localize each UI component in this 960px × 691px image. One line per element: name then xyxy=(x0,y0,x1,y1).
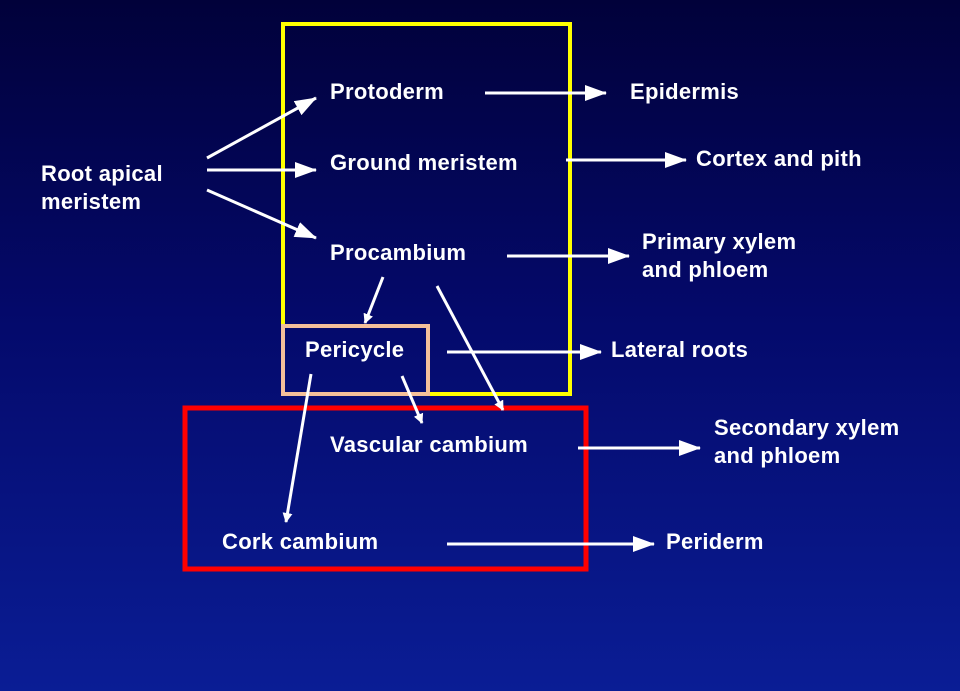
label-secondary-xylem-line2: and phloem xyxy=(714,443,841,468)
arrow-root-to-protoderm xyxy=(206,96,317,160)
label-secondary-xylem-phloem: Secondary xylem and phloem xyxy=(714,414,899,470)
label-vascular-cambium: Vascular cambium xyxy=(330,432,529,457)
label-lateral-roots: Lateral roots xyxy=(611,337,749,362)
arrow-procambium-to-pericycle xyxy=(363,276,385,324)
label-root-apical-meristem-line1: Root apical xyxy=(41,161,163,186)
arrow-root-to-procambium xyxy=(206,188,317,240)
label-cortex-and-pith: Cortex and pith xyxy=(696,146,862,171)
label-secondary-xylem-line1: Secondary xylem xyxy=(714,415,900,440)
label-periderm: Periderm xyxy=(666,529,764,554)
secondary-growth-box xyxy=(182,405,589,572)
arrow-pericycle-to-cork-cambium xyxy=(282,373,313,523)
label-ground-meristem: Ground meristem xyxy=(330,150,518,175)
label-protoderm: Protoderm xyxy=(330,79,444,104)
label-root-apical-meristem-line2: meristem xyxy=(41,189,142,214)
pericycle-box xyxy=(281,324,430,396)
label-pericycle: Pericycle xyxy=(305,337,405,362)
label-procambium: Procambium xyxy=(330,240,467,265)
label-root-apical-meristem: Root apical meristem xyxy=(41,160,163,216)
label-primary-xylem-line2: and phloem xyxy=(642,257,769,282)
label-epidermis: Epidermis xyxy=(630,79,740,104)
label-primary-xylem-line1: Primary xylem xyxy=(642,229,797,254)
label-cork-cambium: Cork cambium xyxy=(222,529,379,554)
label-primary-xylem-phloem: Primary xylem and phloem xyxy=(642,228,796,284)
arrow-procambium-to-vascular-cambium xyxy=(435,285,505,411)
arrow-pericycle-to-vascular-cambium xyxy=(400,375,424,424)
